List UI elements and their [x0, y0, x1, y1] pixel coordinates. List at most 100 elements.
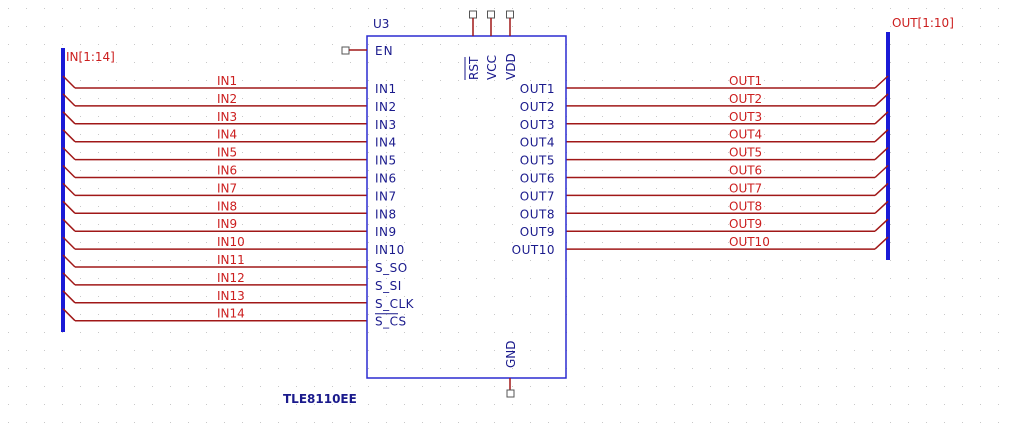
output-net-4[interactable]: OUT4: [566, 128, 889, 143]
pin-rst[interactable]: RST: [464, 10, 481, 80]
pin-label-left[interactable]: IN10: [375, 243, 405, 257]
grid-dot: [224, 44, 225, 45]
pin-label-right[interactable]: OUT8: [520, 207, 555, 221]
grid-dot: [44, 116, 45, 117]
grid-dot: [926, 152, 927, 153]
grid-dot: [152, 98, 153, 99]
grid-dot: [854, 62, 855, 63]
grid-dot: [44, 404, 45, 405]
pin-label-right[interactable]: OUT3: [520, 118, 555, 132]
input-net-5[interactable]: IN5: [62, 146, 367, 161]
output-net-9[interactable]: OUT9: [566, 217, 889, 232]
pin-label-left[interactable]: IN3: [375, 118, 397, 132]
grid-dot: [242, 314, 243, 315]
grid-dot: [584, 62, 585, 63]
pin-label-left[interactable]: IN8: [375, 207, 397, 221]
grid-dot: [764, 80, 765, 81]
pin-label-right[interactable]: OUT9: [520, 225, 555, 239]
grid-dot: [152, 44, 153, 45]
grid-dot: [242, 368, 243, 369]
pin-label-right[interactable]: OUT6: [520, 172, 555, 186]
pin-label-right[interactable]: OUT5: [520, 154, 555, 168]
grid-dot: [278, 98, 279, 99]
pin-vcc[interactable]: VCC: [485, 10, 499, 80]
grid-dot: [8, 314, 9, 315]
bus-entry: [62, 93, 76, 107]
pin-gnd[interactable]: GND: [504, 340, 518, 398]
bus-entry: [874, 75, 889, 89]
output-net-7[interactable]: OUT7: [566, 181, 889, 197]
component-ref[interactable]: U3: [373, 17, 389, 31]
grid-dot: [350, 224, 351, 225]
grid-dot: [584, 296, 585, 297]
input-net-7[interactable]: IN7: [62, 181, 367, 197]
input-net-6[interactable]: IN6: [62, 164, 367, 179]
pin-label-left[interactable]: IN5: [375, 154, 397, 168]
pin-label-right[interactable]: OUT4: [520, 136, 555, 150]
grid-dot: [782, 44, 783, 45]
pin-label-left[interactable]: IN6: [375, 172, 397, 186]
input-net-13[interactable]: IN13: [62, 289, 367, 304]
pin-label-left[interactable]: S_CS: [375, 315, 407, 329]
pin-label-left[interactable]: IN1: [375, 82, 397, 96]
pin-label-left[interactable]: S_SO: [375, 261, 408, 275]
pin-label-right[interactable]: OUT1: [520, 82, 555, 96]
input-net-1[interactable]: IN1: [62, 74, 367, 89]
grid-dot: [692, 80, 693, 81]
grid-dot: [980, 26, 981, 27]
pin-label-right[interactable]: OUT2: [520, 100, 555, 114]
pin-label-left[interactable]: IN2: [375, 100, 397, 114]
grid-dot: [818, 98, 819, 99]
grid-dot: [278, 8, 279, 9]
component-u3[interactable]: U3 TLE8110EE EN RST VCC VDD IN1IN2IN3IN4IN…: [283, 10, 567, 406]
pin-label-left[interactable]: S_CLK: [375, 297, 415, 311]
grid-dot: [260, 422, 261, 423]
grid-dot: [764, 386, 765, 387]
input-net-4[interactable]: IN4: [62, 128, 367, 143]
output-net-3[interactable]: OUT3: [566, 110, 889, 125]
input-net-8[interactable]: IN8: [62, 199, 367, 215]
component-body[interactable]: [366, 35, 567, 379]
component-part-name[interactable]: TLE8110EE: [283, 392, 357, 406]
pin-en[interactable]: EN: [341, 44, 394, 58]
output-bus-label[interactable]: OUT[1:10]: [892, 16, 954, 30]
output-net-6[interactable]: OUT6: [566, 164, 889, 179]
pin-label-left[interactable]: IN7: [375, 189, 397, 203]
grid-dot: [746, 206, 747, 207]
grid-dot: [998, 170, 999, 171]
pin-label-left[interactable]: IN9: [375, 225, 397, 239]
output-net-2[interactable]: OUT2: [566, 92, 889, 107]
output-net-8[interactable]: OUT8: [566, 199, 889, 215]
grid-dot: [962, 188, 963, 189]
output-net-5[interactable]: OUT5: [566, 146, 889, 161]
input-net-9[interactable]: IN9: [62, 217, 367, 232]
grid-dot: [206, 332, 207, 333]
input-net-2[interactable]: IN2: [62, 92, 367, 107]
grid-dot: [8, 62, 9, 63]
grid-dot: [962, 170, 963, 171]
grid-dot: [908, 422, 909, 423]
grid-dot: [8, 386, 9, 387]
input-bus-label[interactable]: IN[1:14]: [66, 50, 115, 64]
pin-label-left[interactable]: S_SI: [375, 279, 402, 293]
grid-dot: [530, 314, 531, 315]
grid-dot: [170, 116, 171, 117]
input-net-11[interactable]: IN11: [62, 253, 367, 268]
grid-dot: [116, 260, 117, 261]
input-net-12[interactable]: IN12: [62, 271, 367, 286]
grid-dot: [134, 260, 135, 261]
grid-dot: [944, 296, 945, 297]
grid-dot: [314, 404, 315, 405]
pin-label-right[interactable]: OUT10: [512, 243, 555, 257]
output-net-1[interactable]: OUT1: [566, 74, 889, 89]
grid-dot: [170, 314, 171, 315]
output-net-10[interactable]: OUT10: [566, 235, 889, 250]
grid-dot: [836, 188, 837, 189]
pin-vdd[interactable]: VDD: [504, 10, 518, 80]
input-net-10[interactable]: IN10: [62, 235, 367, 250]
grid-dot: [782, 62, 783, 63]
input-net-3[interactable]: IN3: [62, 110, 367, 125]
pin-label-right[interactable]: OUT7: [520, 189, 555, 203]
pin-label-left[interactable]: IN4: [375, 136, 397, 150]
input-net-14[interactable]: IN14: [62, 307, 367, 322]
